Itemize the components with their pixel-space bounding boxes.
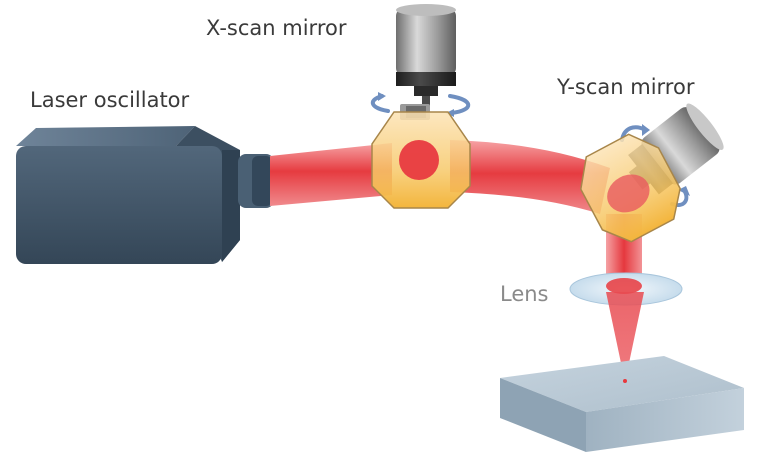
laser-beam-segment-2 bbox=[450, 140, 610, 214]
focus-point bbox=[623, 379, 627, 383]
workpiece bbox=[500, 356, 744, 452]
y-scan-mirror bbox=[580, 133, 681, 243]
y-scan-mirror-label: Y-scan mirror bbox=[557, 75, 695, 99]
x-rotation-arrow-icon bbox=[371, 92, 471, 117]
x-scan-mirror bbox=[371, 111, 471, 209]
laser-oscillator-label: Laser oscillator bbox=[30, 88, 190, 112]
laser-beam-segment-1 bbox=[270, 143, 392, 206]
x-scan-mirror-label: X-scan mirror bbox=[206, 16, 347, 40]
lens-label: Lens bbox=[500, 282, 549, 306]
focused-beam-cone bbox=[606, 292, 644, 382]
x-scan-motor bbox=[396, 4, 456, 120]
laser-oscillator bbox=[16, 126, 240, 264]
oscillator-nozzle bbox=[238, 154, 274, 208]
